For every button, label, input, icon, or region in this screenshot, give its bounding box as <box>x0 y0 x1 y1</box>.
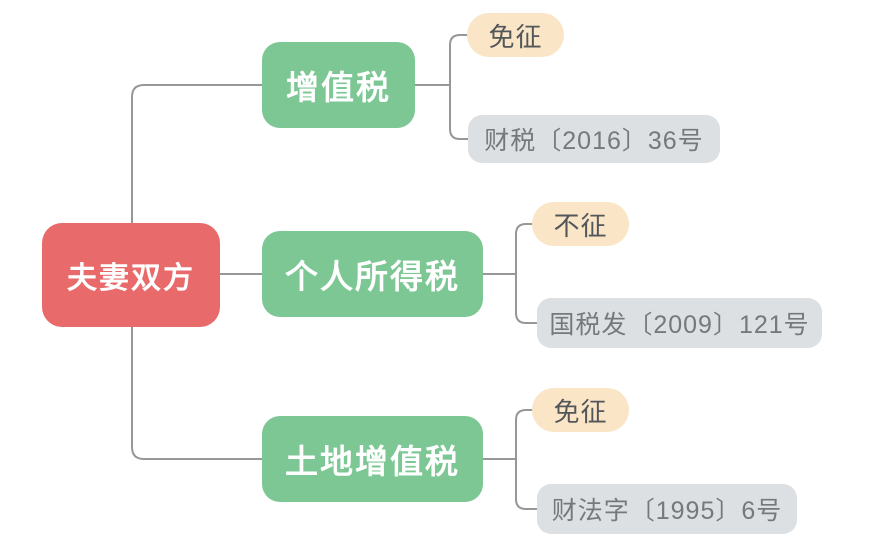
branch-3-reference-label: 财法字〔1995〕6号 <box>551 497 783 525</box>
branch-3-topic-node[interactable]: 土地增值税 <box>262 416 483 502</box>
branch-2-topic-node[interactable]: 个人所得税 <box>262 231 483 317</box>
root-node[interactable]: 夫妻双方 <box>42 223 220 327</box>
connector-root-to-vat <box>131 84 263 224</box>
branch-3-status-badge[interactable]: 免征 <box>532 388 629 432</box>
branch-1-topic-node[interactable]: 增值税 <box>262 42 415 128</box>
branch-2-topic-label: 个人所得税 <box>285 258 460 295</box>
branch-2-status-badge[interactable]: 不征 <box>532 202 629 246</box>
branch-2-reference-node[interactable]: 国税发〔2009〕121号 <box>537 298 822 348</box>
connector-root-to-land-vat <box>131 326 263 460</box>
root-node-label: 夫妻双方 <box>67 262 195 295</box>
branch-1-reference-node[interactable]: 财税〔2016〕36号 <box>468 115 720 163</box>
connector-land-vat-children <box>482 409 538 510</box>
branch-1-status-label: 免征 <box>488 21 543 52</box>
branch-1-status-badge[interactable]: 免征 <box>467 13 564 57</box>
connector-income-tax-children <box>482 223 538 324</box>
branch-2-reference-label: 国税发〔2009〕121号 <box>549 311 810 339</box>
branch-3-reference-node[interactable]: 财法字〔1995〕6号 <box>537 484 797 534</box>
branch-1-topic-label: 增值税 <box>286 69 391 106</box>
connector-vat-children <box>414 34 469 140</box>
branch-2-status-label: 不征 <box>553 210 608 241</box>
branch-1-reference-label: 财税〔2016〕36号 <box>484 127 704 155</box>
branch-3-status-label: 免征 <box>553 396 608 427</box>
branch-3-topic-label: 土地增值税 <box>285 443 460 480</box>
